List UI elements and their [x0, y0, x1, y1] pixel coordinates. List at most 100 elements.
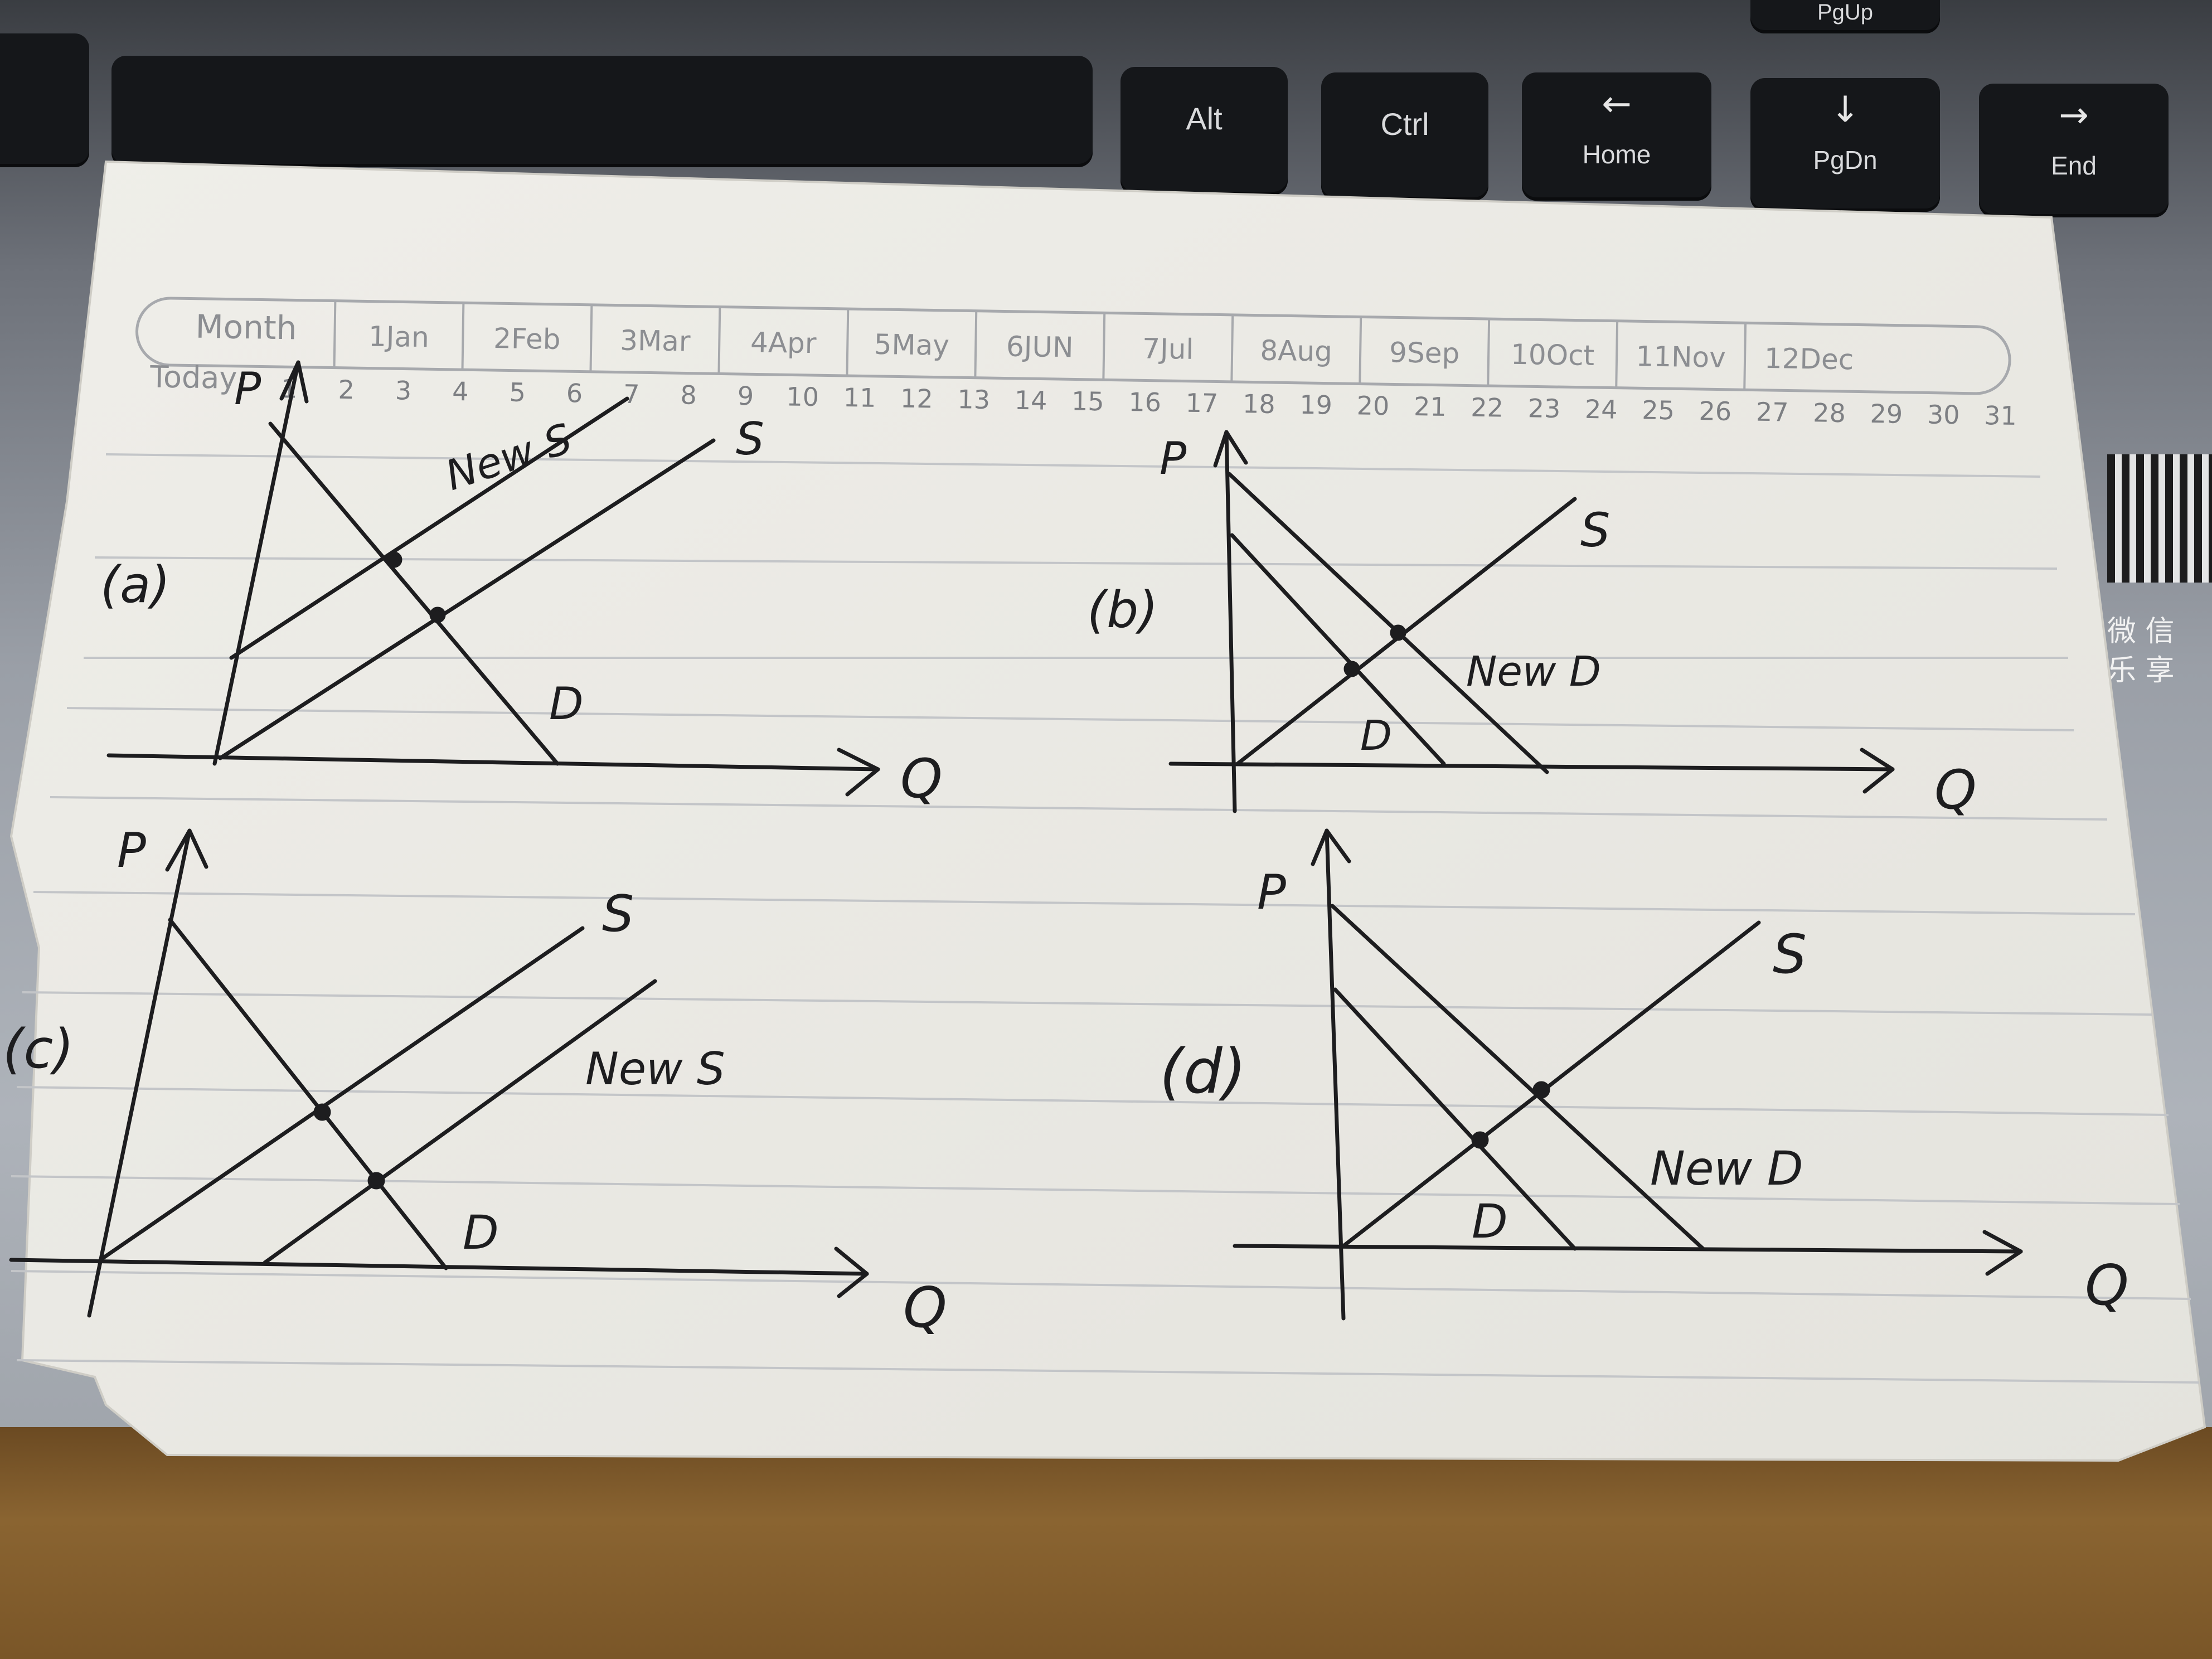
- graph-d-new-demand-line: [1330, 904, 1705, 1251]
- graph-c-label: (c): [3, 1018, 74, 1080]
- graph-c-labels: P Q (c) S New S D: [3, 823, 947, 1340]
- ctrl-key: Ctrl: [1321, 72, 1488, 201]
- pgdn-key: ↓ PgDn: [1750, 78, 1940, 212]
- month-cell-label: 1Jan: [368, 321, 430, 354]
- graph-d-supply-line: [1341, 920, 1761, 1248]
- month-cell-label: 11Nov: [1636, 340, 1726, 374]
- graph-a-y-arrow-left: [279, 360, 300, 401]
- graph-c-supply-line: [98, 926, 585, 1262]
- day-number: 5: [509, 377, 526, 408]
- graph-b-new-demand-label: New D: [1466, 648, 1601, 696]
- graph-d-y-label: P: [1257, 865, 1286, 920]
- day-number: 25: [1642, 395, 1675, 425]
- month-cell-label: 10Oct: [1511, 338, 1595, 372]
- day-number: 4: [452, 376, 469, 406]
- month-cell-label: 5May: [874, 328, 949, 362]
- month-divider: [1230, 314, 1234, 382]
- arrow-left-icon: ←: [1602, 84, 1632, 125]
- graph-b-x-arrow-bottom: [1862, 767, 1895, 794]
- graph-b-supply-label: S: [1580, 503, 1610, 557]
- day-number: 3: [395, 375, 412, 405]
- today-label: Today: [149, 359, 237, 395]
- graph-d-y-arrow-left: [1311, 828, 1329, 866]
- ruled-lines: [11, 453, 2200, 1384]
- ctrl-key-label: Ctrl: [1380, 106, 1429, 142]
- day-number: 15: [1071, 386, 1104, 416]
- day-number: 19: [1299, 390, 1332, 420]
- graph-c-x-axis: [9, 1258, 869, 1276]
- graph-d-demand-label: D: [1472, 1194, 1508, 1249]
- graph-c-supply-label: S: [602, 885, 634, 943]
- wooden-desk: [0, 1427, 2212, 1659]
- month-divider: [846, 309, 850, 376]
- pgup-key-label: PgUp: [1817, 0, 1874, 25]
- graph-d-demand-line: [1333, 987, 1577, 1251]
- graph-c-y-arrow-left: [165, 828, 192, 872]
- day-number: 13: [957, 384, 990, 415]
- graph-a-y-label: P: [234, 363, 261, 415]
- day-number: 30: [1927, 399, 1960, 430]
- partial-key-left: [0, 33, 89, 167]
- graph-d-x-arrow-bottom: [1985, 1249, 2023, 1276]
- graph-a-y-axis: [212, 360, 300, 766]
- graph-d-equilibrium-new: [1532, 1081, 1550, 1099]
- graph-d-x-label: Q: [2085, 1253, 2129, 1318]
- graph-c-new-supply-label: New S: [585, 1043, 725, 1095]
- graph-c-y-label: P: [117, 823, 146, 879]
- graph-c-equilibrium-old: [313, 1103, 331, 1121]
- sticker-text-2: 乐 享: [2107, 654, 2175, 687]
- day-number: 16: [1128, 387, 1161, 418]
- graph-a-label: (a): [100, 556, 170, 614]
- end-key: → End: [1979, 84, 2169, 217]
- month-divider: [333, 300, 337, 368]
- day-number: 27: [1756, 397, 1789, 428]
- month-cell-label: 8Aug: [1260, 334, 1332, 368]
- day-number: 8: [680, 380, 697, 410]
- graph-c-x-arrow-top: [834, 1246, 869, 1276]
- graph-c-new-supply-line: [263, 979, 657, 1265]
- day-number: 12: [900, 384, 933, 414]
- graph-d-y-arrow-right: [1325, 828, 1351, 864]
- graph-a-y-arrow-right: [296, 360, 309, 404]
- graph-c-y-arrow-right: [187, 828, 208, 869]
- month-divider: [1359, 317, 1362, 384]
- graph-b-x-arrow-top: [1860, 748, 1895, 772]
- graph-b-y-label: P: [1160, 433, 1187, 484]
- day-number: 14: [1014, 385, 1047, 416]
- month-cell-label: 12Dec: [1764, 342, 1854, 376]
- day-number: 26: [1699, 396, 1731, 426]
- day-number: 18: [1243, 389, 1275, 419]
- graph-c: [9, 828, 869, 1318]
- graph-d-equilibrium-old: [1471, 1131, 1489, 1149]
- graph-b-x-axis: [1168, 761, 1895, 772]
- graph-b-equilibrium-new: [1390, 624, 1406, 641]
- graph-a-x-axis: [106, 753, 880, 772]
- day-number: 21: [1414, 391, 1447, 422]
- graph-a-supply-line: [218, 438, 716, 760]
- graph-b-x-label: Q: [1934, 759, 1977, 821]
- qr-code-sticker: [2107, 454, 2212, 583]
- day-number: 10: [786, 381, 819, 412]
- day-number: 24: [1585, 394, 1618, 425]
- pgup-key: PgUp: [1750, 0, 1940, 33]
- graph-b-demand-line: [1230, 533, 1446, 766]
- graph-c-demand-label: D: [463, 1205, 499, 1260]
- day-number: 28: [1813, 397, 1846, 428]
- day-number: 29: [1870, 399, 1903, 429]
- graph-a: [106, 360, 880, 797]
- graph-b-label: (b): [1087, 581, 1158, 639]
- graph-a-x-arrow-bottom: [845, 767, 880, 797]
- graph-b-y-axis: [1224, 430, 1237, 813]
- arrow-right-icon: →: [2059, 95, 2089, 136]
- calendar-month-bar: [135, 297, 2011, 395]
- graph-a-new-supply-line: [229, 396, 629, 660]
- arrow-down-icon: ↓: [1830, 89, 1860, 130]
- graph-c-y-axis: [87, 828, 192, 1318]
- alt-key-label: Alt: [1186, 101, 1223, 136]
- graph-b-demand-label: D: [1360, 712, 1392, 760]
- month-cell-label: 4Apr: [750, 326, 817, 360]
- month-label: Month: [195, 308, 297, 347]
